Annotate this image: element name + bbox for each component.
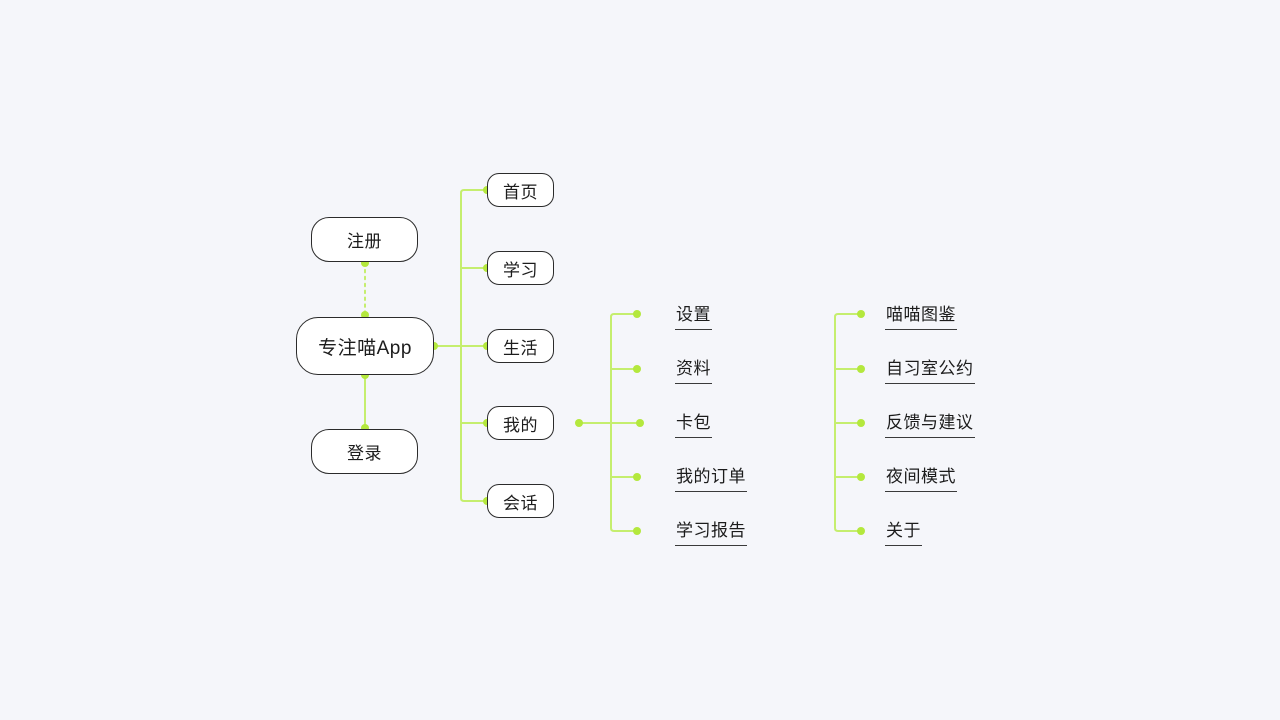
leaf-cat-collection[interactable]: 喵喵图鉴: [885, 306, 957, 330]
node-root[interactable]: 专注喵App: [296, 317, 434, 375]
trunk-level3: [610, 313, 637, 532]
node-tab-mine[interactable]: 我的: [487, 406, 554, 440]
leaf-my-orders[interactable]: 我的订单: [675, 468, 747, 492]
leaf-about[interactable]: 关于: [885, 522, 922, 546]
leaf-feedback[interactable]: 反馈与建议: [885, 414, 975, 438]
node-tab-home[interactable]: 首页: [487, 173, 554, 207]
node-tab-session[interactable]: 会话: [487, 484, 554, 518]
node-register[interactable]: 注册: [311, 217, 418, 262]
leaf-card-wallet[interactable]: 卡包: [675, 414, 712, 438]
node-tab-study[interactable]: 学习: [487, 251, 554, 285]
leaf-settings[interactable]: 设置: [675, 306, 712, 330]
leaf-night-mode[interactable]: 夜间模式: [885, 468, 957, 492]
connector-dots: [361, 186, 865, 535]
node-login[interactable]: 登录: [311, 429, 418, 474]
node-tab-life[interactable]: 生活: [487, 329, 554, 363]
leaf-study-room-rules[interactable]: 自习室公约: [885, 360, 975, 384]
leaf-profile[interactable]: 资料: [675, 360, 712, 384]
leaf-study-report[interactable]: 学习报告: [675, 522, 747, 546]
